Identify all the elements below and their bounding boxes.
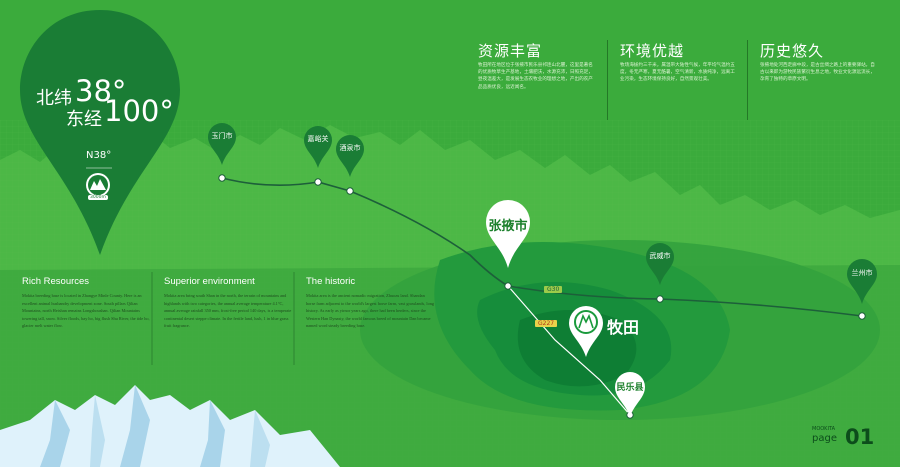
city-jiayuguan: 嘉峪关 xyxy=(307,135,329,143)
footer-page-number: 01 xyxy=(845,425,875,449)
road-g227: G227 xyxy=(535,320,558,327)
en-body-rich: Mokita breeding base is located in Zhang… xyxy=(22,293,150,329)
coordinate-pin xyxy=(20,10,180,255)
route-stops xyxy=(218,174,866,419)
city-pins-dark xyxy=(208,123,877,304)
lon-prefix: 东经 xyxy=(66,109,102,130)
city-yumen: 玉门市 xyxy=(211,132,233,140)
section-body-resources: 牧田所在地区位于张掖市民乐县祁连山北麓，这里是著名的优质牧草生产基地，土壤肥沃，… xyxy=(478,63,593,90)
section-body-history: 张掖地处河西走廊中段，是古丝绸之路上的重要驿站，自古以来即为游牧民族繁衍生息之地… xyxy=(760,63,875,83)
city-jiuquan: 酒泉市 xyxy=(339,144,361,152)
mutian-logo-icon xyxy=(574,310,598,334)
road-g30: G30 xyxy=(544,286,563,293)
badge-lat: N38° xyxy=(86,150,112,161)
mountain-badge-icon xyxy=(86,173,110,197)
section-body-environment: 牧场海拔约三千米，属温带大陆性气候，年平均气温约五度，冬无严寒，夏无酷暑，空气清… xyxy=(620,63,735,83)
divider xyxy=(747,40,748,120)
en-title-superior: Superior environment xyxy=(164,276,255,287)
en-title-historic: The historic xyxy=(306,276,356,287)
en-body-superior: Mokita area bring south Shan in the nort… xyxy=(164,293,292,329)
section-title-history: 历史悠久 xyxy=(760,42,825,60)
route-g227 xyxy=(507,285,631,416)
city-wuwei: 武威市 xyxy=(649,252,671,260)
section-title-environment: 环境优越 xyxy=(620,42,685,60)
lat-value: 38° xyxy=(75,74,127,108)
footer-brand: MOOKITA xyxy=(812,426,836,432)
badge-elevation: 3000m xyxy=(88,195,108,200)
city-minle: 民乐县 xyxy=(616,383,644,393)
en-body-historic: Mokita area is the ancient nomadic migra… xyxy=(306,293,435,329)
snow-mountains xyxy=(0,385,340,467)
lat-prefix: 北纬 xyxy=(36,88,72,109)
section-title-resources: 资源丰富 xyxy=(478,42,543,60)
mutian-label: 牧田 xyxy=(607,318,640,337)
terrain-core xyxy=(517,310,637,387)
divider xyxy=(607,40,608,120)
footer-page-word: page xyxy=(812,433,837,444)
lon-value: 100° xyxy=(104,94,174,128)
city-lanzhou: 兰州市 xyxy=(851,269,873,277)
en-title-rich: Rich Resources xyxy=(22,276,90,287)
city-zhangye: 张掖市 xyxy=(488,219,528,234)
city-pins-white xyxy=(486,200,645,417)
